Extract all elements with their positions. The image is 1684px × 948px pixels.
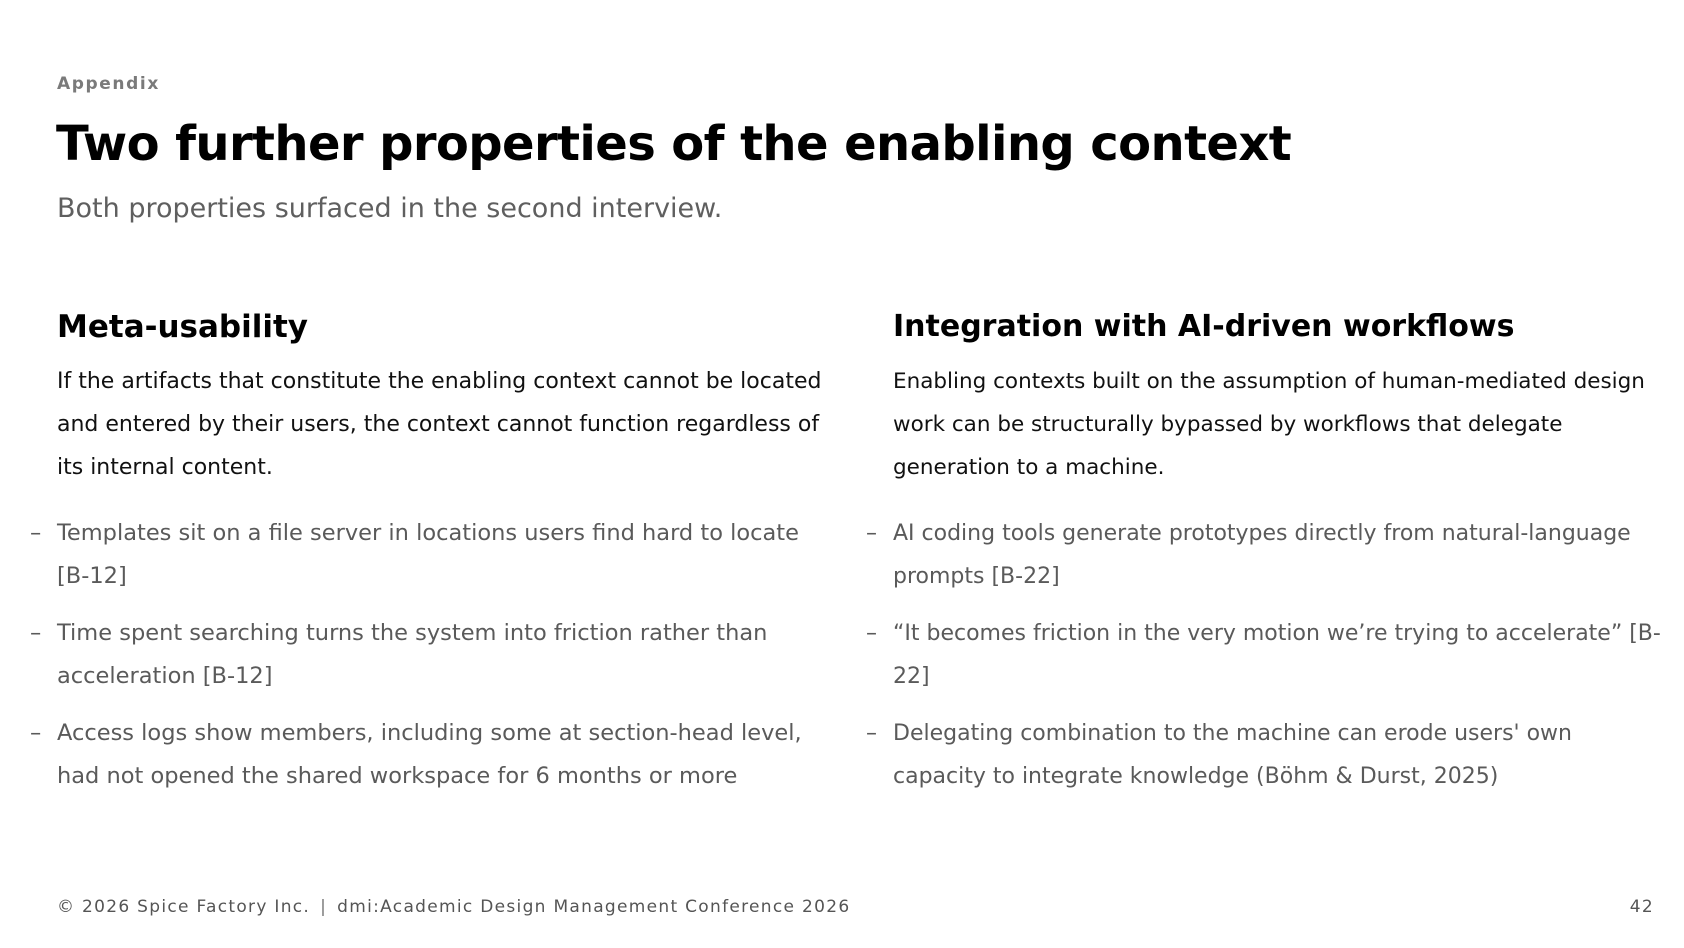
page-title: Two further properties of the enabling c… xyxy=(56,116,1292,172)
page-number: 42 xyxy=(1629,897,1654,917)
list-item: – AI coding tools generate prototypes di… xyxy=(866,512,1663,598)
bullet-text: “It becomes friction in the very motion … xyxy=(893,621,1661,689)
bullet-dash: – xyxy=(30,520,42,546)
bullet-dash: – xyxy=(30,620,42,646)
bullet-dash: – xyxy=(866,721,877,746)
column-heading: Integration with AI-driven workflows xyxy=(893,309,1515,344)
footer-conference: dmi:Academic Design Management Conferenc… xyxy=(337,897,851,917)
column-ai-workflows: Integration with AI-driven workflows Ena… xyxy=(866,307,1663,812)
footer-copyright: © 2026 Spice Factory Inc. xyxy=(57,897,311,917)
bullet-list: – Templates sit on a file server in loca… xyxy=(30,512,827,798)
list-item: – Time spent searching turns the system … xyxy=(30,612,827,698)
bullet-text: Time spent searching turns the system in… xyxy=(57,620,768,689)
bullet-text: Access logs show members, including some… xyxy=(57,720,802,789)
list-item: – Access logs show members, including so… xyxy=(30,712,827,798)
bullet-text: AI coding tools generate prototypes dire… xyxy=(893,521,1631,589)
list-item: – “It becomes friction in the very motio… xyxy=(866,612,1663,698)
footer-separator: | xyxy=(320,897,328,917)
list-item: – Delegating combination to the machine … xyxy=(866,712,1663,798)
column-heading: Meta-usability xyxy=(57,309,309,345)
bullet-dash: – xyxy=(866,621,877,646)
bullet-dash: – xyxy=(866,521,877,546)
page-subtitle: Both properties surfaced in the second i… xyxy=(57,193,723,224)
bullet-list: – AI coding tools generate prototypes di… xyxy=(866,512,1663,798)
section-eyebrow: Appendix xyxy=(57,74,160,94)
bullet-text: Templates sit on a file server in locati… xyxy=(57,520,799,589)
column-body: If the artifacts that constitute the ena… xyxy=(57,369,822,480)
list-item: – Templates sit on a file server in loca… xyxy=(30,512,827,598)
column-body: Enabling contexts built on the assumptio… xyxy=(893,369,1645,480)
footer: © 2026 Spice Factory Inc. | dmi:Academic D… xyxy=(57,897,850,917)
column-meta-usability: Meta-usability If the artifacts that con… xyxy=(30,307,827,812)
bullet-text: Delegating combination to the machine ca… xyxy=(893,721,1572,789)
bullet-dash: – xyxy=(30,720,42,746)
